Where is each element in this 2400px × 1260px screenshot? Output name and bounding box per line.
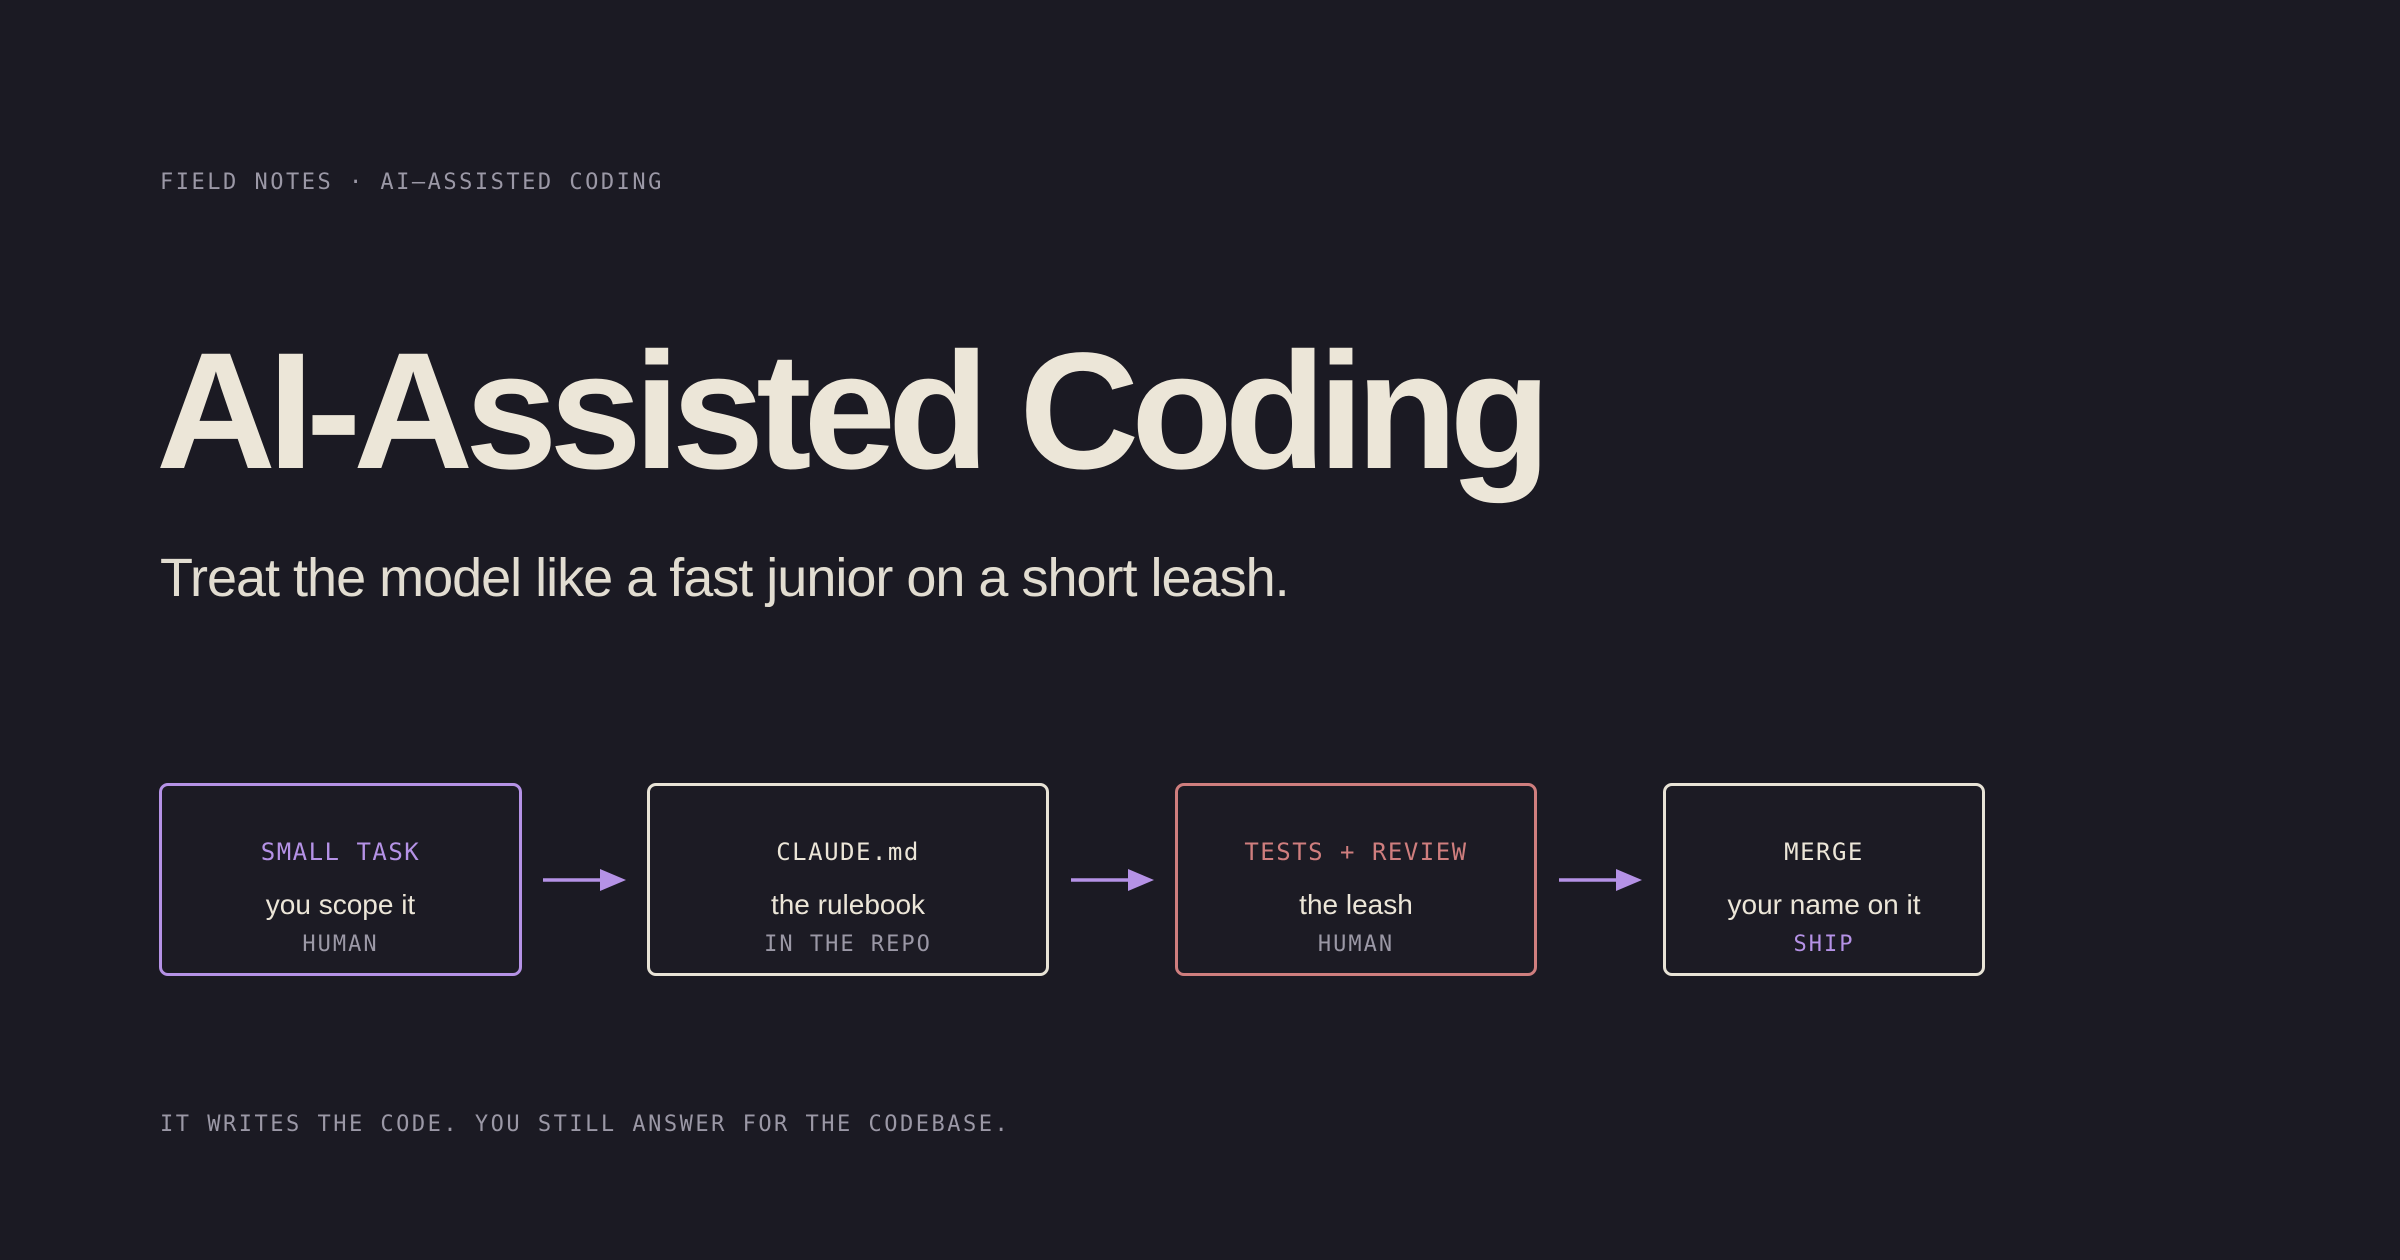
step-tag: TESTS + REVIEW: [1244, 838, 1468, 866]
arrow-right-icon: [543, 869, 626, 891]
eyebrow-label: FIELD NOTES · AI–ASSISTED CODING: [160, 170, 664, 195]
step-tag: CLAUDE.md: [776, 838, 920, 866]
step-role: SHIP: [1793, 932, 1855, 957]
arrow-right-icon: [1559, 869, 1642, 891]
step-role: IN THE REPO: [764, 932, 932, 957]
step-description: you scope it: [265, 889, 416, 920]
flow-step-small-task: SMALL TASK you scope it HUMAN: [159, 783, 522, 976]
flow-step-merge: MERGE your name on it SHIP: [1663, 783, 1985, 976]
arrow-right-icon: [1071, 869, 1154, 891]
flow-step-claude-md: CLAUDE.md the rulebook IN THE REPO: [647, 783, 1049, 976]
step-description: the leash: [1299, 889, 1413, 920]
step-tag: MERGE: [1784, 838, 1864, 866]
footer-note: IT WRITES THE CODE. YOU STILL ANSWER FOR…: [160, 1112, 1011, 1137]
step-role: HUMAN: [302, 932, 379, 957]
step-description: your name on it: [1727, 889, 1921, 920]
flow-step-tests-review: TESTS + REVIEW the leash HUMAN: [1175, 783, 1537, 976]
page-title: AI-Assisted Coding: [156, 319, 1551, 504]
page-subtitle: Treat the model like a fast junior on a …: [160, 548, 1290, 608]
step-role: HUMAN: [1317, 932, 1395, 957]
step-description: the rulebook: [770, 889, 926, 920]
step-tag: SMALL TASK: [260, 838, 421, 866]
